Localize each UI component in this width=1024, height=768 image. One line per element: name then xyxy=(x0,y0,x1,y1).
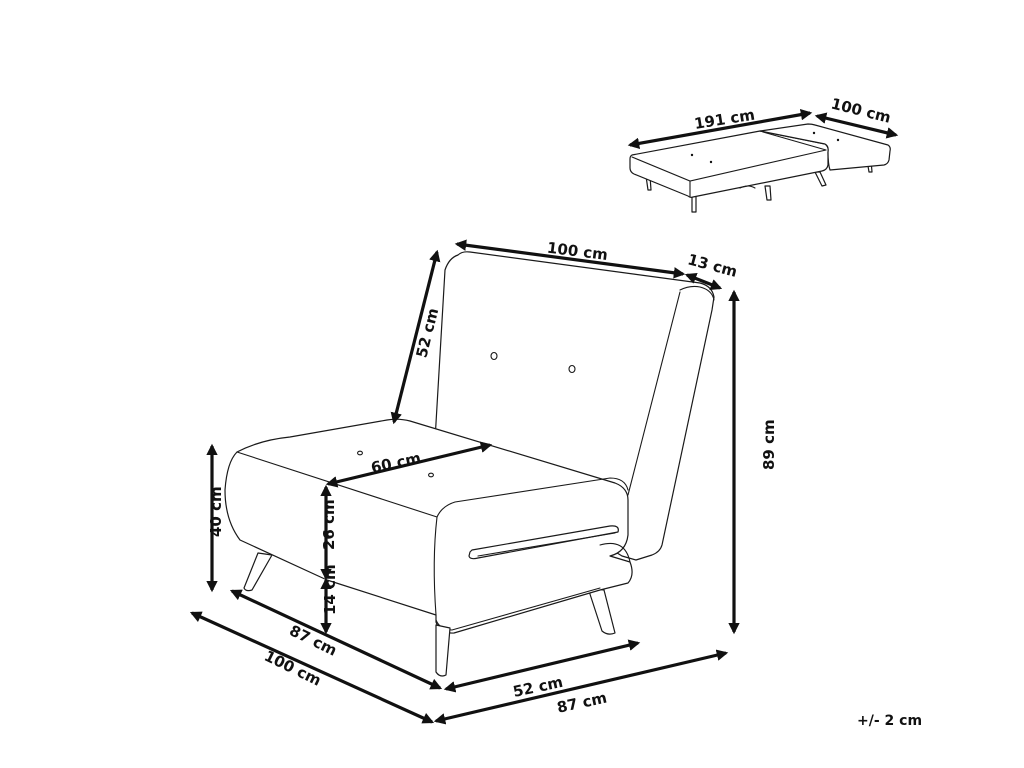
length-dimension-arrow xyxy=(627,108,813,150)
seat-depth-arrow xyxy=(325,441,493,488)
backrest-width-arrow xyxy=(454,239,686,279)
backrest-height-arrow xyxy=(390,249,441,425)
armrest-depth-arrow xyxy=(684,273,723,290)
backrest-width-label: 100 cm xyxy=(546,239,609,264)
chair-illustration xyxy=(224,251,715,677)
total-width-label: 87 cm xyxy=(555,689,608,717)
seat-height-label: 40 cm xyxy=(207,486,225,537)
tolerance-note: +/- 2 cm xyxy=(857,713,922,729)
total-width-arrow xyxy=(433,649,729,725)
total-depth-label: 100 cm xyxy=(261,647,324,690)
total-height-label: 89 cm xyxy=(760,419,778,470)
total-depth-arrow xyxy=(189,611,435,724)
cushion-height-label: 26 cm xyxy=(320,499,338,550)
leg-height-label: 14 cm xyxy=(321,564,339,615)
width-dimension-arrow xyxy=(814,112,899,139)
unfolded-bed-illustration: 191 cm 100 cm xyxy=(627,95,899,213)
